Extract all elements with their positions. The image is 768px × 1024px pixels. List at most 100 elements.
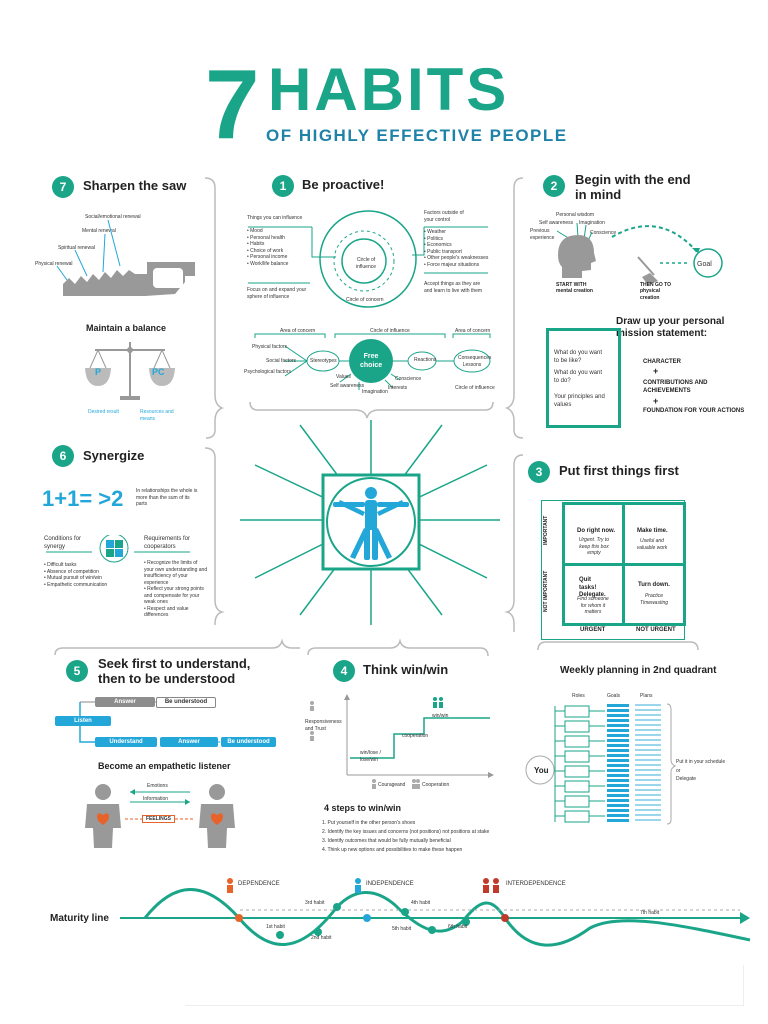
habit1-marker: 1st habit — [266, 924, 285, 930]
important-label: IMPORTANT — [543, 515, 549, 545]
cooperation-step-label: cooperation — [402, 733, 429, 739]
goal-bar — [607, 809, 629, 812]
habit7-badge: 7 — [52, 176, 74, 198]
habit2-title: Begin with the end in mind — [575, 172, 691, 202]
influence-list: Mood Personal health Habits Choice of wo… — [247, 228, 288, 267]
goal-bar — [607, 784, 629, 787]
plan-bar — [635, 774, 661, 776]
q2-title: Make time. — [637, 528, 668, 534]
roles-label: Roles — [572, 693, 585, 699]
delegate-label: Delegate — [676, 776, 697, 782]
goal-bar — [607, 714, 629, 717]
role-box — [564, 705, 590, 718]
put-schedule: Put it in your schedule — [676, 759, 726, 765]
social-factors: Social factors — [266, 358, 297, 364]
goal-bar — [607, 749, 629, 752]
head-label-conscience: Conscience — [590, 230, 617, 236]
be-understood-blue-pill: Be understood — [221, 737, 276, 747]
goal-bar — [607, 759, 629, 762]
conditions-title: Conditions for synergy — [44, 536, 82, 550]
habit1-badge: 1 — [272, 175, 294, 197]
habit4-marker: 4th habit — [411, 900, 431, 906]
goal-bar — [607, 774, 629, 777]
q3-sub: Find someone for whom it matters — [577, 596, 609, 615]
not-urgent-label: NOT URGENT — [636, 627, 676, 633]
plan-bar — [635, 819, 661, 821]
plan-bar — [635, 704, 661, 706]
goal-bar — [607, 754, 629, 757]
influence-item: Personal health — [247, 235, 288, 242]
habit2-badge: 2 — [543, 175, 565, 197]
interdependence-label: INTERDEPENDENCE — [506, 881, 566, 887]
plan-bar — [635, 749, 661, 751]
plan-bar — [635, 779, 661, 781]
emotions-label: Emotions — [147, 783, 168, 789]
mission-q1: What do you want to be like? — [554, 350, 603, 364]
outside-item: Other people's weaknesses — [424, 255, 488, 262]
q4-sub: Practice Timewasting — [639, 593, 669, 606]
plan-bar — [635, 799, 661, 801]
habit3-title: Put first things first — [559, 463, 679, 478]
focus-note: Focus on and expand your sphere of influ… — [247, 287, 307, 300]
p-label: P — [95, 367, 102, 377]
head-label-imagination: Imagination — [579, 220, 605, 226]
outside-list: Weather Politics Economics Public transp… — [424, 229, 488, 268]
accept-note: Accept things as they are and learn to l… — [424, 281, 483, 294]
circle-of-influence-label: Circle of influence — [355, 257, 376, 270]
outside-item: Force majeur situations — [424, 262, 488, 269]
plan-bar — [635, 744, 661, 746]
goal-bar — [607, 794, 629, 797]
goal-bar — [607, 779, 629, 782]
dependence-label: DEPENDENCE — [238, 881, 280, 887]
goal-bar — [607, 789, 629, 792]
then-go: THEN GO TO physical creation — [640, 282, 672, 301]
role-box — [564, 810, 590, 823]
plan-bar — [635, 809, 661, 811]
title-subtitle: OF HIGHLY EFFECTIVE PEOPLE — [266, 126, 568, 145]
habit1-title: Be proactive! — [302, 177, 385, 192]
mission-a2: CONTRIBUTIONS AND ACHIEVEMENTS — [643, 380, 708, 394]
mission-a3: FOUNDATION FOR YOUR ACTIONS — [643, 408, 745, 414]
plan-bar — [635, 709, 661, 711]
winwin-step-label: win/win — [432, 713, 449, 719]
condition-item: Difficult tasks — [44, 562, 107, 569]
habit7-title: Sharpen the saw — [83, 178, 187, 193]
pc-label: PC — [152, 367, 165, 377]
weekly-grid — [525, 703, 677, 825]
condition-item: Empathetic communication — [44, 582, 107, 589]
influence-item: Mood — [247, 228, 288, 235]
plan-bar — [635, 789, 661, 791]
independence-label: INDEPENDENCE — [366, 881, 414, 887]
stereotypes: Stereotypes — [310, 358, 337, 364]
plus-1: + — [653, 366, 659, 376]
synergy-formula: 1+1= >2 — [42, 486, 124, 511]
plan-bar — [635, 729, 661, 731]
area-concern-right: Area of concern — [455, 328, 491, 334]
plan-bar — [635, 759, 661, 761]
head-label-wisdom: Personal wisdom — [556, 212, 595, 218]
maturity-label: Maturity line — [50, 913, 109, 924]
title-word: HABITS — [268, 56, 510, 123]
goal-bar — [607, 734, 629, 737]
be-understood-pill: Be understood — [156, 697, 216, 708]
habit7-marker: 7th habit — [640, 910, 660, 916]
goal-bar — [607, 744, 629, 747]
mission-q3: Your principles and values — [554, 394, 605, 408]
outside-title: Factors outside of your control — [424, 210, 464, 223]
goal-bar — [607, 704, 629, 707]
head-label-self: Self awareness — [539, 220, 574, 226]
habit6-marker: 6th habit — [448, 924, 468, 930]
step-3: 3. Identify outcomes that would be fully… — [322, 838, 451, 844]
balance-title: Maintain a balance — [86, 323, 167, 333]
influence-item: Work/life balance — [247, 261, 288, 268]
plan-bar — [635, 804, 661, 806]
requirements-title: Requirements for cooperators — [144, 536, 191, 550]
influence-title: Things you can influence — [247, 215, 303, 221]
physical-factors: Physical factors — [252, 344, 288, 350]
imagination: Imagination — [362, 389, 388, 395]
conscience: Conscience — [395, 376, 422, 382]
goal-bar — [607, 709, 629, 712]
answer-blue-pill: Answer — [160, 737, 218, 747]
courage-label: Courage — [378, 782, 398, 788]
